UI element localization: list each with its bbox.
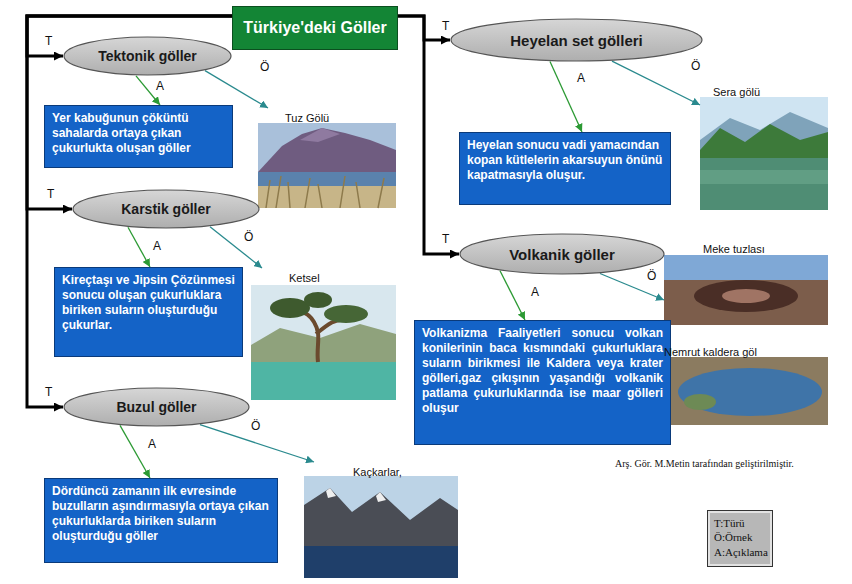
example-photo: Nemrut kaldera göl bbox=[664, 342, 828, 425]
edge-label: Ö bbox=[250, 420, 261, 433]
photo-land bbox=[684, 394, 716, 410]
type-ellipse: Buzul göller bbox=[63, 387, 250, 427]
example-photo: Sera gölü bbox=[700, 82, 828, 210]
type-ellipse: Volkanik göller bbox=[459, 233, 665, 275]
key-text: Ö:Örnek bbox=[714, 530, 766, 544]
explanation-text: Kireçtaşı ve Jipsin Çözünmesi sonucu olu… bbox=[62, 273, 235, 333]
photo-water bbox=[700, 158, 828, 210]
photo-hill bbox=[700, 124, 828, 160]
edge-label: A bbox=[152, 240, 162, 253]
credit-note: Arş. Gör. M.Metin tarafından geliştirilm… bbox=[615, 458, 794, 469]
explanation-text: Dördüncü zamanın ilk evresinde buzulları… bbox=[52, 484, 270, 544]
type-text: Volkanik göller bbox=[509, 246, 615, 263]
photo-sky bbox=[700, 97, 828, 210]
photo-mountain bbox=[300, 128, 340, 142]
explanation-text: Volkanizma Faaliyetleri sonucu volkan ko… bbox=[422, 326, 663, 416]
type-connector bbox=[27, 16, 232, 209]
type-text: Buzul göller bbox=[116, 399, 196, 415]
photo-snow bbox=[376, 492, 386, 502]
photo-sky bbox=[304, 476, 458, 578]
lake-photo bbox=[258, 123, 396, 208]
photo-water bbox=[304, 546, 458, 578]
photo-water bbox=[251, 362, 396, 400]
lake-photo bbox=[664, 255, 828, 325]
key-text: T:Türü bbox=[714, 516, 766, 530]
title-text: Türkiye'deki Göller bbox=[243, 19, 386, 37]
type-ellipse: Tektonik göller bbox=[63, 36, 232, 76]
photo-crater bbox=[694, 280, 798, 312]
photo-caption: Kaçkarlar, bbox=[353, 465, 402, 479]
ellipse-shape bbox=[460, 234, 664, 274]
lake-photo bbox=[700, 97, 828, 210]
photo-land bbox=[664, 357, 828, 425]
detail-arrow bbox=[205, 71, 268, 108]
edge-label: A bbox=[147, 438, 157, 451]
photo-water bbox=[678, 368, 822, 416]
lake-photo bbox=[664, 357, 828, 425]
photo-tree-canopy bbox=[270, 298, 310, 318]
edge-label: T bbox=[46, 188, 55, 201]
ellipse-shape bbox=[64, 37, 231, 75]
edge-label: Ö bbox=[690, 60, 701, 73]
photo-mountain bbox=[258, 128, 396, 176]
key-text: A:Açıklama bbox=[714, 545, 766, 559]
ellipse-shape bbox=[64, 388, 249, 426]
explanation-box: Dördüncü zamanın ilk evresinde buzulları… bbox=[44, 478, 278, 563]
photo-tree-canopy bbox=[324, 305, 368, 323]
ellipse-shape bbox=[451, 19, 702, 61]
photo-mountain bbox=[304, 488, 458, 548]
photo-caption: Tuz Gölü bbox=[285, 111, 329, 125]
photo-crater bbox=[722, 289, 770, 303]
type-text: Heyelan set gölleri bbox=[510, 32, 643, 49]
edge-label: T bbox=[441, 20, 450, 33]
edge-label: Ö bbox=[243, 231, 254, 244]
photo-reflection bbox=[700, 170, 828, 184]
edge-label: T bbox=[441, 233, 450, 246]
photo-sky bbox=[251, 285, 396, 400]
type-ellipse: Karstik göller bbox=[72, 189, 260, 229]
photo-sky bbox=[258, 123, 396, 208]
explanation-box: Kireçtaşı ve Jipsin Çözünmesi sonucu olu… bbox=[54, 267, 243, 357]
edge-label: T bbox=[44, 386, 53, 399]
photo-tree-canopy bbox=[304, 292, 332, 308]
type-text: Karstik göller bbox=[121, 201, 210, 217]
lake-photo bbox=[251, 285, 396, 400]
type-text: Tektonik göller bbox=[98, 48, 197, 64]
detail-arrow bbox=[120, 425, 150, 478]
edge-label: T bbox=[44, 35, 53, 48]
example-photo: Tuz Gölü bbox=[258, 108, 396, 208]
photo-sky bbox=[664, 255, 828, 325]
edge-label: Ö bbox=[646, 270, 657, 283]
example-photo: Ketsel bbox=[251, 268, 396, 400]
explanation-box: Volkanizma Faaliyetleri sonucu volkan ko… bbox=[414, 320, 671, 445]
photo-caption: Meke tuzlası bbox=[703, 242, 765, 256]
explanation-text: Heyelan sonucu vadi yamacından kopan küt… bbox=[467, 138, 663, 183]
photo-snow bbox=[326, 488, 336, 498]
edge-label: Ö bbox=[259, 61, 270, 74]
photo-land bbox=[664, 280, 828, 325]
explanation-text: Yer kabuğunun çöküntü sahalarda ortaya ç… bbox=[52, 111, 225, 156]
detail-arrow bbox=[612, 61, 700, 105]
edge-label: A bbox=[530, 286, 540, 299]
edge-label: A bbox=[155, 80, 165, 93]
photo-caption: Ketsel bbox=[289, 271, 320, 285]
explanation-box: Yer kabuğunun çöküntü sahalarda ortaya ç… bbox=[44, 105, 233, 168]
title-box: Türkiye'deki Göller bbox=[232, 6, 398, 50]
example-photo: Kaçkarlar, bbox=[304, 462, 458, 578]
explanation-box: Heyelan sonucu vadi yamacından kopan küt… bbox=[459, 132, 671, 205]
type-connector bbox=[398, 16, 459, 254]
type-ellipse: Heyelan set gölleri bbox=[450, 18, 703, 62]
example-photo: Meke tuzlası bbox=[664, 239, 828, 325]
ellipse-shape bbox=[73, 190, 259, 228]
photo-water bbox=[258, 172, 396, 186]
detail-arrow bbox=[210, 227, 262, 268]
detail-arrow bbox=[500, 271, 525, 320]
photo-reeds bbox=[266, 176, 384, 208]
edge-label: A bbox=[576, 72, 586, 85]
photo-caption: Nemrut kaldera göl bbox=[664, 345, 757, 359]
key-box: T:TürüÖ:ÖrnekA:Açıklama bbox=[707, 510, 773, 567]
lake-photo bbox=[304, 476, 458, 578]
photo-caption: Sera gölü bbox=[713, 85, 760, 99]
detail-arrow bbox=[128, 227, 150, 267]
